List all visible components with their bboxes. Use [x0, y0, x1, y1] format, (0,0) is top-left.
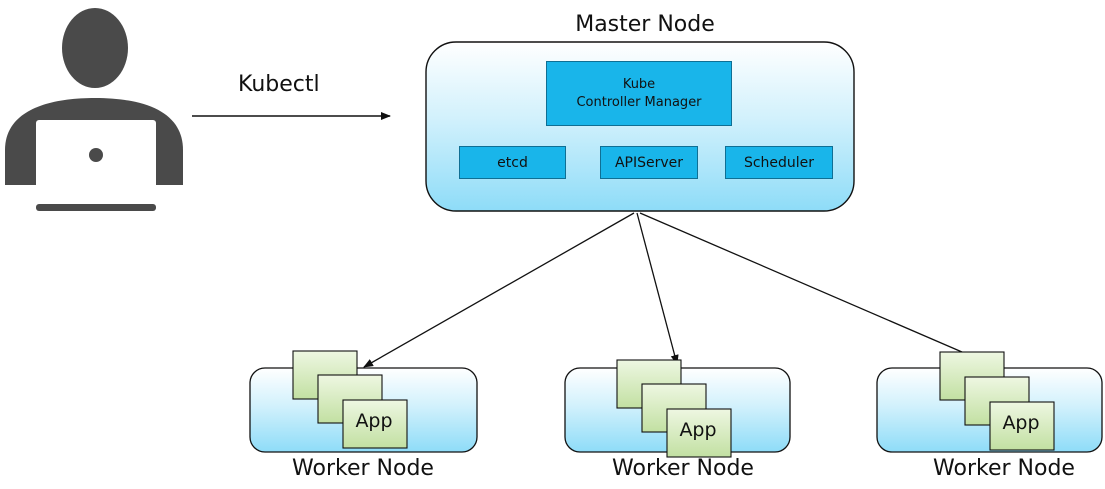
worker-node-label: Worker Node [612, 456, 754, 481]
master-to-worker-1-arrow [363, 212, 635, 368]
apiserver-box: APIServer [600, 146, 698, 179]
worker-node-3 [876, 351, 1103, 453]
laptop-base [36, 204, 156, 211]
master-node-title: Master Node [575, 12, 715, 37]
kcm-label-line-1: Kube [622, 76, 656, 92]
app-card-front [989, 401, 1055, 451]
user-laptop-icon [5, 8, 183, 211]
scheduler-box: Scheduler [725, 146, 833, 179]
laptop-logo [89, 148, 103, 162]
app-label: App [679, 419, 717, 441]
app-label: App [355, 410, 393, 432]
etcd-box: etcd [459, 146, 566, 179]
app-label: App [1002, 412, 1040, 434]
master-to-worker-3-line [639, 212, 963, 353]
kubectl-label: Kubectl [238, 72, 320, 97]
worker-node-label: Worker Node [292, 456, 434, 481]
worker-node-2 [564, 359, 791, 458]
worker-node-label: Worker Node [933, 456, 1075, 481]
kcm-label-line-2: Controller Manager [576, 94, 702, 110]
app-card-front [342, 399, 408, 449]
worker-node-1 [249, 350, 478, 453]
kube-controller-manager-box: Kube Controller Manager [546, 61, 732, 126]
master-to-worker-2-arrow [636, 212, 679, 365]
app-card-front [666, 408, 732, 458]
